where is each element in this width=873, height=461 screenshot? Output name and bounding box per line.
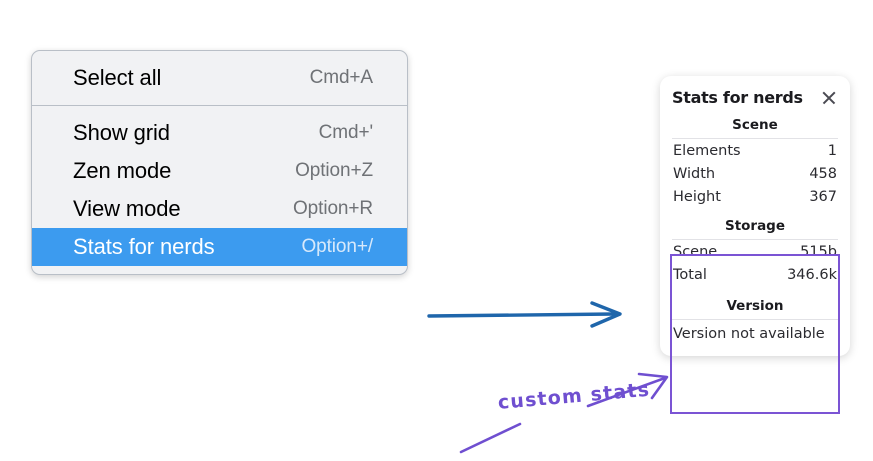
stat-value: 1 xyxy=(827,143,837,159)
panel-header: Stats for nerds xyxy=(670,86,840,107)
stat-row-storage-scene: Scene 515b xyxy=(670,240,840,263)
divider xyxy=(672,319,838,320)
stat-label: Total xyxy=(673,267,707,283)
section-heading-version: Version xyxy=(726,298,784,314)
stat-label: Scene xyxy=(673,244,718,260)
menu-item-zen-mode[interactable]: Zen mode Option+Z xyxy=(32,152,407,190)
menu-group-2: Show grid Cmd+' Zen mode Option+Z View m… xyxy=(32,105,407,274)
close-icon[interactable] xyxy=(820,89,838,107)
stat-label: Elements xyxy=(673,143,741,159)
menu-item-view-mode[interactable]: View mode Option+R xyxy=(32,190,407,228)
menu-item-stats-for-nerds[interactable]: Stats for nerds Option+/ xyxy=(32,228,407,266)
menu-item-label: Show grid xyxy=(73,120,170,145)
stat-row-elements: Elements 1 xyxy=(670,139,840,162)
stats-for-nerds-panel: Stats for nerds Scene Elements 1 Width 4… xyxy=(660,76,850,356)
menu-item-label: Select all xyxy=(73,65,162,90)
stat-value: 515b xyxy=(800,244,837,260)
menu-group-1: Select all Cmd+A xyxy=(32,51,407,105)
arrow-pointer-icon xyxy=(459,422,522,454)
stats-section-scene: Scene Elements 1 Width 458 Height 367 xyxy=(670,107,840,208)
section-heading-storage: Storage xyxy=(724,218,786,234)
stat-row-height: Height 367 xyxy=(670,185,840,208)
menu-item-show-grid[interactable]: Show grid Cmd+' xyxy=(32,114,407,152)
menu-item-shortcut: Option+/ xyxy=(301,236,373,257)
stat-row-width: Width 458 xyxy=(670,162,840,185)
menu-item-label: View mode xyxy=(73,196,181,221)
menu-item-label: Stats for nerds xyxy=(73,234,215,259)
menu-item-shortcut: Cmd+A xyxy=(309,67,373,88)
menu-item-shortcut: Option+R xyxy=(293,198,373,219)
stat-label: Width xyxy=(673,166,716,182)
stat-value: 458 xyxy=(809,166,837,182)
divider xyxy=(672,239,838,240)
stats-section-storage: Storage Scene 515b Total 346.6k xyxy=(670,208,840,288)
context-menu[interactable]: Select all Cmd+A Show grid Cmd+' Zen mod… xyxy=(31,50,408,275)
arrow-right-icon xyxy=(427,301,622,328)
stat-value: 346.6k xyxy=(787,267,837,283)
divider xyxy=(672,138,838,139)
menu-item-select-all[interactable]: Select all Cmd+A xyxy=(32,59,407,97)
menu-item-shortcut: Option+Z xyxy=(295,160,373,181)
annotation-label: custom stats xyxy=(497,378,651,414)
menu-item-label: Zen mode xyxy=(73,158,172,183)
stat-value: 367 xyxy=(809,189,837,205)
version-not-available-text: Version not available xyxy=(673,326,825,342)
stats-section-version: Version Version not available xyxy=(670,288,840,344)
stat-label: Height xyxy=(673,189,721,205)
page-title: Stats for nerds xyxy=(672,88,803,107)
stat-row-storage-total: Total 346.6k xyxy=(670,263,840,286)
menu-item-shortcut: Cmd+' xyxy=(318,122,373,143)
section-heading-scene: Scene xyxy=(732,117,778,133)
